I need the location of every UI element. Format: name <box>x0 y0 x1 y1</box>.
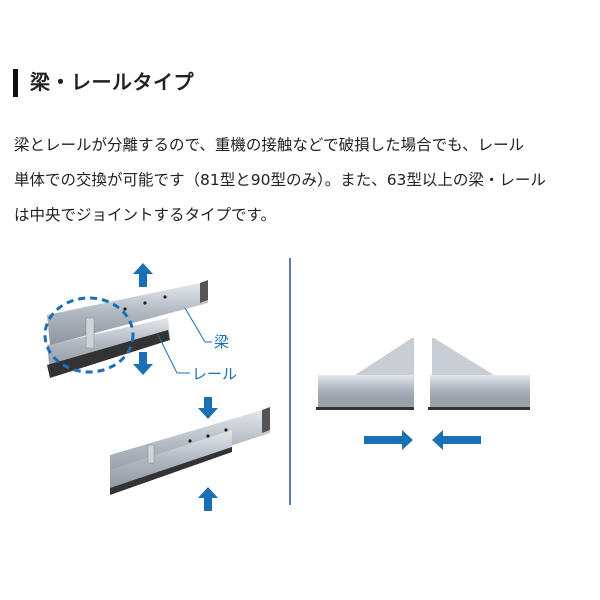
heading-bar <box>13 69 18 97</box>
rail-label: レール <box>192 365 238 383</box>
arrow-down-icon <box>198 397 218 419</box>
section-heading: 梁・レールタイプ <box>30 70 194 94</box>
arrow-up-icon <box>133 263 153 287</box>
description-line: 単体での交換が可能です（81型と90型のみ）。また、63型以上の梁・レール <box>14 171 546 189</box>
joint-brackets <box>316 338 530 410</box>
arrow-right-icon <box>364 430 413 450</box>
rail-leader-line <box>157 334 190 374</box>
beam-label: 梁 <box>214 333 230 351</box>
arrow-up-icon <box>198 487 218 511</box>
detail-circle <box>43 296 135 374</box>
description-line: 梁とレールが分離するので、重機の接触などで破損した場合でも、レール <box>14 136 525 154</box>
beam-leader-line <box>184 307 212 343</box>
beam-rail-joined <box>110 407 270 495</box>
description: 梁とレールが分離するので、重機の接触などで破損した場合でも、レール 単体での交換… <box>14 128 594 233</box>
description-line: は中央でジョイントするタイプです。 <box>14 206 276 224</box>
arrow-left-icon <box>432 430 481 450</box>
arrow-down-icon <box>133 352 153 375</box>
beam-rail-separated <box>43 280 212 378</box>
